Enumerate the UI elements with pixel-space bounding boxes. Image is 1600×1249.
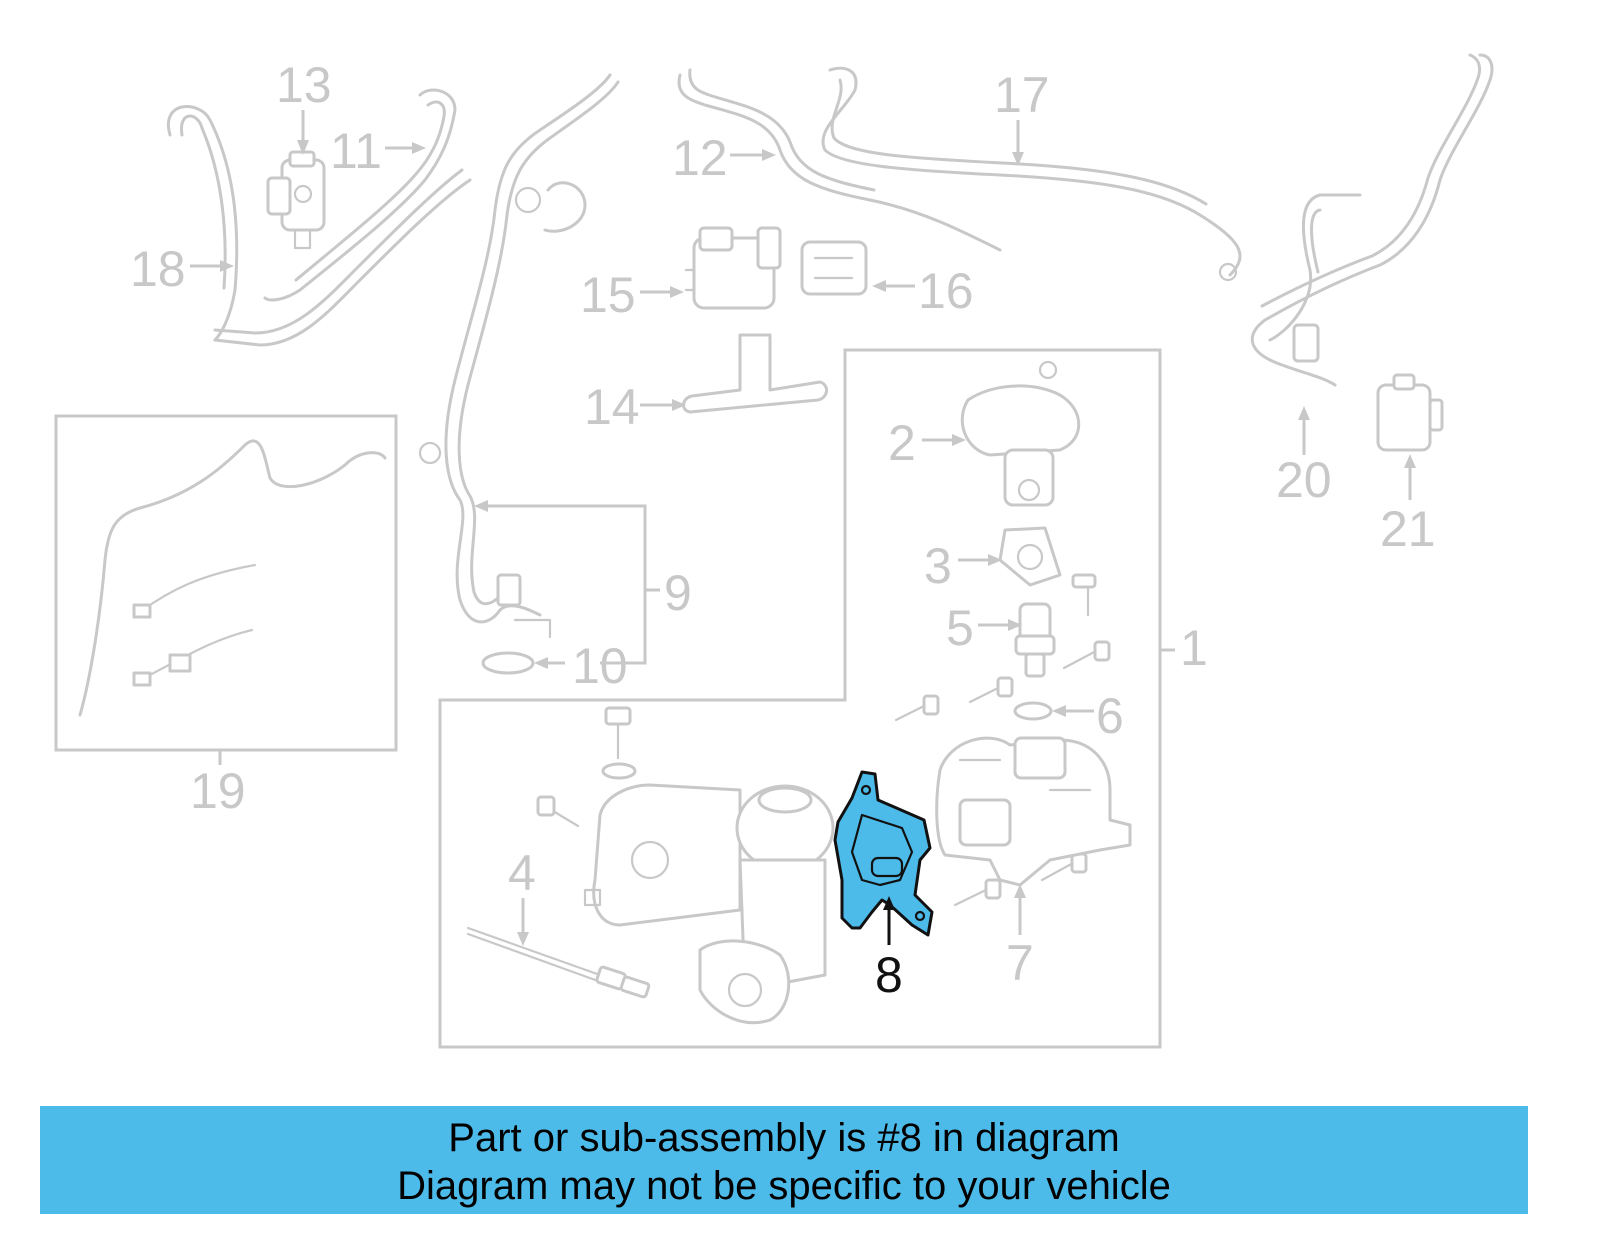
assembly-19-box	[54, 414, 398, 752]
banner-line-1: Part or sub-assembly is #8 in diagram	[448, 1116, 1120, 1160]
part-4-rod	[466, 926, 651, 999]
callout-16: 16	[918, 263, 974, 319]
part-17-hose	[821, 66, 1242, 282]
callout-4: 4	[508, 845, 536, 901]
callout-5: 5	[946, 600, 974, 656]
leader-8	[883, 896, 895, 945]
leader-lines	[190, 110, 1416, 946]
part-8-heat-shield	[833, 770, 934, 937]
part-9-hose	[418, 73, 620, 639]
part-20-pipe	[1251, 53, 1494, 387]
part-10-oring	[481, 651, 535, 675]
callout-21: 21	[1380, 501, 1436, 557]
callout-19: 19	[190, 763, 246, 819]
part-7-housing	[935, 736, 1132, 887]
callout-9: 9	[664, 565, 692, 621]
part-5-sensor	[1014, 602, 1056, 678]
callout-15: 15	[580, 267, 636, 323]
part-13-valve	[266, 150, 326, 250]
callout-20: 20	[1276, 452, 1332, 508]
part-6-seal	[1013, 701, 1053, 721]
info-banner: Part or sub-assembly is #8 in diagram Di…	[40, 1106, 1528, 1214]
part-12-hose	[677, 68, 1002, 252]
callout-11: 11	[330, 123, 382, 179]
part-2-actuator	[960, 360, 1081, 507]
callout-3: 3	[924, 538, 952, 594]
part-15-valve	[684, 226, 782, 310]
callout-17: 17	[994, 67, 1050, 123]
callout-2: 2	[888, 415, 916, 471]
banner-line-2: Diagram may not be specific to your vehi…	[397, 1164, 1171, 1208]
callout-1: 1	[1180, 620, 1208, 676]
callout-12: 12	[672, 130, 728, 186]
callout-7: 7	[1006, 935, 1034, 991]
part-14-bracket	[682, 333, 828, 414]
part-18-hose	[166, 105, 472, 347]
callout-8: 8	[875, 947, 903, 1003]
callout-6: 6	[1096, 688, 1124, 744]
callout-10: 10	[572, 638, 628, 694]
part-21-valve	[1376, 373, 1444, 452]
part-3-gasket	[998, 526, 1062, 587]
bolts	[536, 573, 1111, 907]
callout-18: 18	[130, 241, 186, 297]
part-11-hose	[263, 88, 457, 302]
part-16-connector	[800, 240, 868, 296]
egr-cooler	[583, 783, 835, 1025]
callout-13: 13	[276, 57, 332, 113]
callout-14: 14	[584, 379, 640, 435]
small-oring	[601, 762, 637, 780]
assembly-1-box	[438, 348, 1162, 1049]
part-19-harness	[78, 439, 387, 717]
